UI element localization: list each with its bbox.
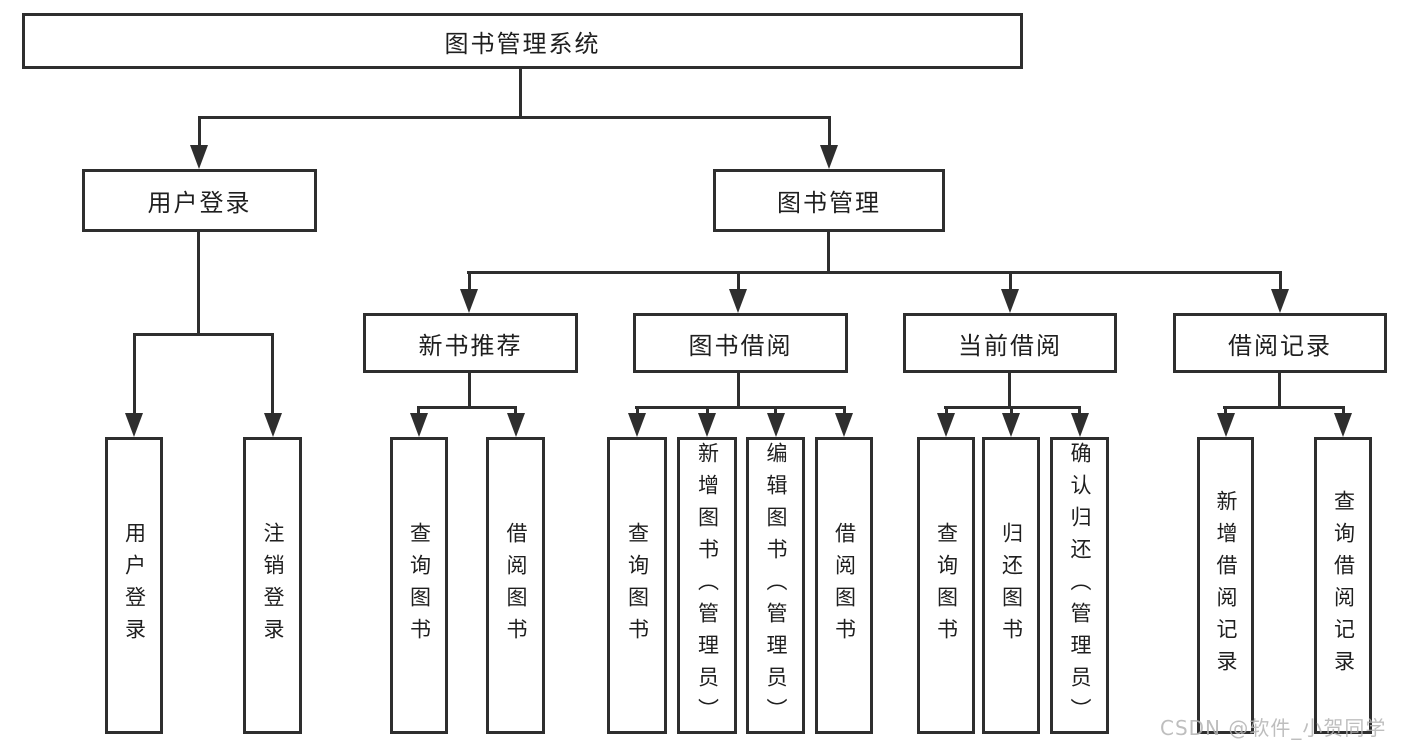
arrowhead-down — [125, 413, 143, 437]
connector-line — [198, 116, 201, 147]
connector-line — [1278, 372, 1281, 408]
arrowhead-down — [264, 413, 282, 437]
arrowhead-down — [460, 289, 478, 313]
leaf-borrow-books-recommend: 借阅图书 — [486, 437, 545, 734]
node-label: 当前借阅 — [958, 331, 1062, 360]
connector-line — [737, 372, 740, 408]
connector-line — [417, 406, 517, 409]
node-current-borrow: 当前借阅 — [903, 313, 1117, 373]
arrowhead-down — [507, 413, 525, 437]
connector-line — [945, 406, 948, 415]
node-label: 新书推荐 — [418, 331, 523, 360]
arrowhead-down — [698, 413, 716, 437]
connector-line — [828, 116, 831, 147]
arrowhead-down — [767, 413, 785, 437]
arrowhead-down — [410, 413, 428, 437]
leaf-borrow-books: 借阅图书 — [815, 437, 873, 734]
node-label: 确认归还（管理员） — [1068, 441, 1092, 730]
connector-line — [1009, 271, 1012, 292]
node-borrow-records: 借阅记录 — [1173, 313, 1387, 373]
arrowhead-down — [1271, 289, 1289, 313]
leaf-query-borrow-record: 查询借阅记录 — [1314, 437, 1372, 734]
connector-line — [1008, 372, 1011, 408]
connector-line — [133, 333, 274, 336]
leaf-return-books: 归还图书 — [982, 437, 1040, 734]
arrowhead-down — [937, 413, 955, 437]
connector-line — [133, 333, 136, 415]
connector-line — [706, 406, 709, 415]
node-library-system: 图书管理系统 — [22, 13, 1023, 69]
leaf-user-login: 用户登录 — [105, 437, 163, 734]
node-label: 用户登录 — [147, 189, 252, 217]
connector-line — [774, 406, 777, 415]
arrowhead-down — [1217, 413, 1235, 437]
node-label: 借阅图书 — [832, 521, 857, 650]
connector-line — [271, 333, 274, 415]
node-label: 新增图书（管理员） — [695, 441, 720, 730]
arrowhead-down — [628, 413, 646, 437]
node-label: 用户登录 — [122, 521, 147, 650]
leaf-add-books-admin: 新增图书（管理员） — [677, 437, 737, 734]
node-label: 归还图书 — [999, 521, 1024, 650]
connector-line — [737, 271, 740, 292]
connector-line — [635, 406, 845, 409]
leaf-edit-books-admin: 编辑图书（管理员） — [746, 437, 805, 734]
connector-line — [843, 406, 846, 415]
arrowhead-down — [1002, 413, 1020, 437]
node-label: 新增借阅记录 — [1214, 489, 1238, 682]
node-label: 注销登录 — [261, 521, 285, 650]
arrowhead-down — [1071, 413, 1089, 437]
connector-line — [417, 406, 420, 415]
node-label: 图书管理系统 — [444, 29, 601, 58]
csdn-watermark: CSDN @软件_小贺同学 — [1160, 716, 1387, 740]
node-user-login: 用户登录 — [82, 169, 317, 232]
leaf-confirm-return-admin: 确认归还（管理员） — [1050, 437, 1109, 734]
arrowhead-down — [1334, 413, 1352, 437]
connector-line — [514, 406, 517, 415]
node-label: 查询图书 — [625, 521, 650, 650]
leaf-add-borrow-record: 新增借阅记录 — [1197, 437, 1254, 734]
connector-line — [198, 116, 831, 119]
connector-line — [1224, 406, 1227, 415]
node-book-management: 图书管理 — [713, 169, 945, 232]
connector-line — [636, 406, 639, 415]
connector-line — [1010, 406, 1013, 415]
connector-line — [468, 271, 471, 292]
node-label: 编辑图书（管理员） — [764, 441, 788, 730]
connector-line — [1342, 406, 1345, 415]
leaf-query-books-current: 查询图书 — [917, 437, 975, 734]
node-label: 查询图书 — [934, 521, 959, 650]
arrowhead-down — [729, 289, 747, 313]
connector-line — [467, 271, 1281, 274]
node-book-borrow: 图书借阅 — [633, 313, 848, 373]
connector-line — [1078, 406, 1081, 415]
leaf-query-books-recommend: 查询图书 — [390, 437, 448, 734]
connector-line — [1223, 406, 1344, 409]
node-label: 查询图书 — [407, 521, 432, 650]
connector-line — [197, 232, 200, 335]
node-label: 图书管理 — [777, 189, 881, 217]
connector-line — [519, 67, 522, 118]
node-label: 查询借阅记录 — [1331, 489, 1356, 682]
connector-line — [468, 372, 471, 408]
node-label: 图书借阅 — [688, 331, 793, 360]
leaf-logout: 注销登录 — [243, 437, 302, 734]
leaf-query-books-borrow: 查询图书 — [607, 437, 667, 734]
arrowhead-down — [820, 145, 838, 169]
connector-line — [827, 232, 830, 273]
node-label: 借阅记录 — [1228, 331, 1332, 360]
node-label: 借阅图书 — [504, 521, 528, 650]
arrowhead-down — [190, 145, 208, 169]
arrowhead-down — [1001, 289, 1019, 313]
node-new-book-recommend: 新书推荐 — [363, 313, 578, 373]
arrowhead-down — [835, 413, 853, 437]
connector-line — [1279, 271, 1282, 292]
